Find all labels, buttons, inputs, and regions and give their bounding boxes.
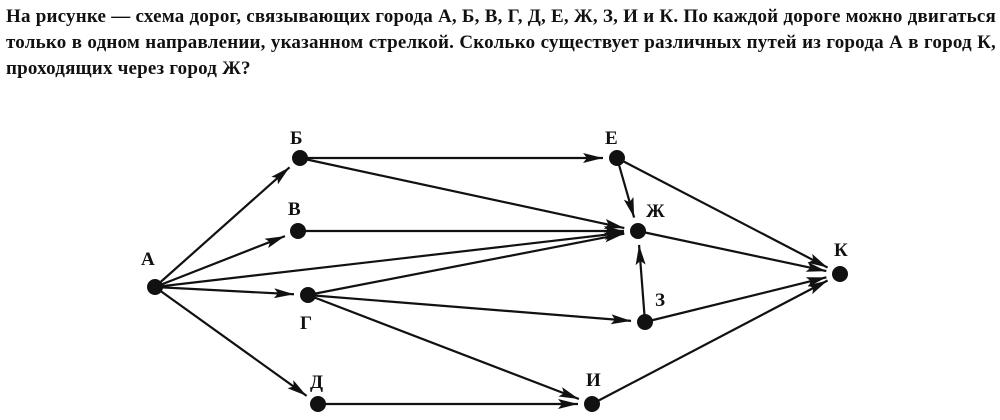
city-node-Z <box>637 314 653 330</box>
city-node-I <box>584 396 600 412</box>
road-G-to-Z <box>307 293 632 325</box>
city-label: Г <box>300 313 312 334</box>
road-Z-to-Zh <box>635 244 647 323</box>
city-node-D <box>310 396 326 412</box>
city-node-Zh <box>630 223 646 239</box>
city-label: Б <box>290 128 303 149</box>
road-B-to-Zh <box>299 156 625 230</box>
road-Z-to-K <box>644 276 827 324</box>
city-label: Е <box>605 128 618 149</box>
road-A-to-D <box>154 286 308 397</box>
city-label: К <box>834 240 848 261</box>
city-node-A <box>147 279 163 295</box>
road-G-to-I <box>307 293 580 401</box>
city-node-G <box>300 287 316 303</box>
road-I-to-K <box>591 279 829 405</box>
city-label: А <box>141 249 155 270</box>
road-G-to-Zh <box>307 232 625 297</box>
city-label: Д <box>310 372 323 393</box>
road-A-to-Zh <box>154 229 625 289</box>
city-label: И <box>586 370 601 391</box>
problem-text: На рисунке — схема дорог, связывающих го… <box>6 6 996 79</box>
city-label: З <box>655 290 665 311</box>
road-A-to-G <box>154 285 295 299</box>
road-E-to-K <box>616 157 829 269</box>
city-node-B <box>292 150 308 166</box>
city-label: В <box>288 199 301 220</box>
city-node-E <box>609 150 625 166</box>
city-node-V <box>290 223 306 239</box>
road-E-to-Zh <box>615 157 636 218</box>
city-label: Ж <box>646 201 665 222</box>
road-Zh-to-K <box>637 229 827 273</box>
city-node-K <box>832 266 848 282</box>
road-A-to-V <box>154 235 286 289</box>
road-A-to-B <box>154 166 291 288</box>
